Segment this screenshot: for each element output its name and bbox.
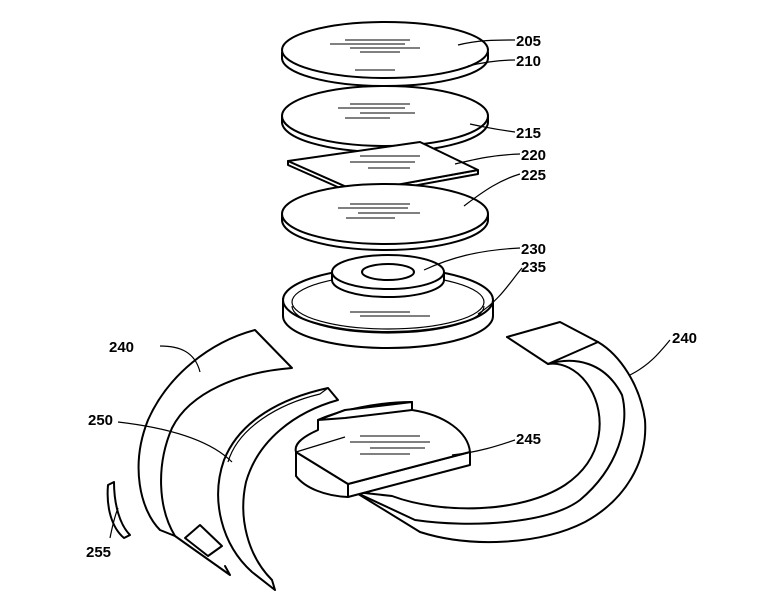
label-215: 215 — [516, 125, 541, 142]
disc-205 — [281, 21, 489, 79]
band-240-right — [354, 321, 647, 544]
label-205: 205 — [516, 33, 541, 50]
label-225: 225 — [521, 167, 546, 184]
label-250: 250 — [88, 412, 113, 429]
label-230: 230 — [521, 241, 546, 258]
label-240-right: 240 — [672, 330, 697, 347]
band-240-left — [137, 329, 293, 576]
label-210: 210 — [516, 53, 541, 70]
disc-245 — [294, 401, 471, 498]
leader-lines — [109, 39, 671, 539]
label-255: 255 — [86, 544, 111, 561]
reference-labels: 205 210 215 220 225 230 235 240 240 245 … — [86, 33, 697, 561]
label-245: 245 — [516, 431, 541, 448]
label-240-left: 240 — [109, 339, 134, 356]
disc-215 — [281, 85, 489, 153]
strip-255 — [106, 481, 131, 539]
label-235: 235 — [521, 259, 546, 276]
shell-250 — [217, 387, 339, 591]
label-220: 220 — [521, 147, 546, 164]
disc-225 — [281, 183, 489, 251]
ring-230 — [331, 254, 445, 298]
